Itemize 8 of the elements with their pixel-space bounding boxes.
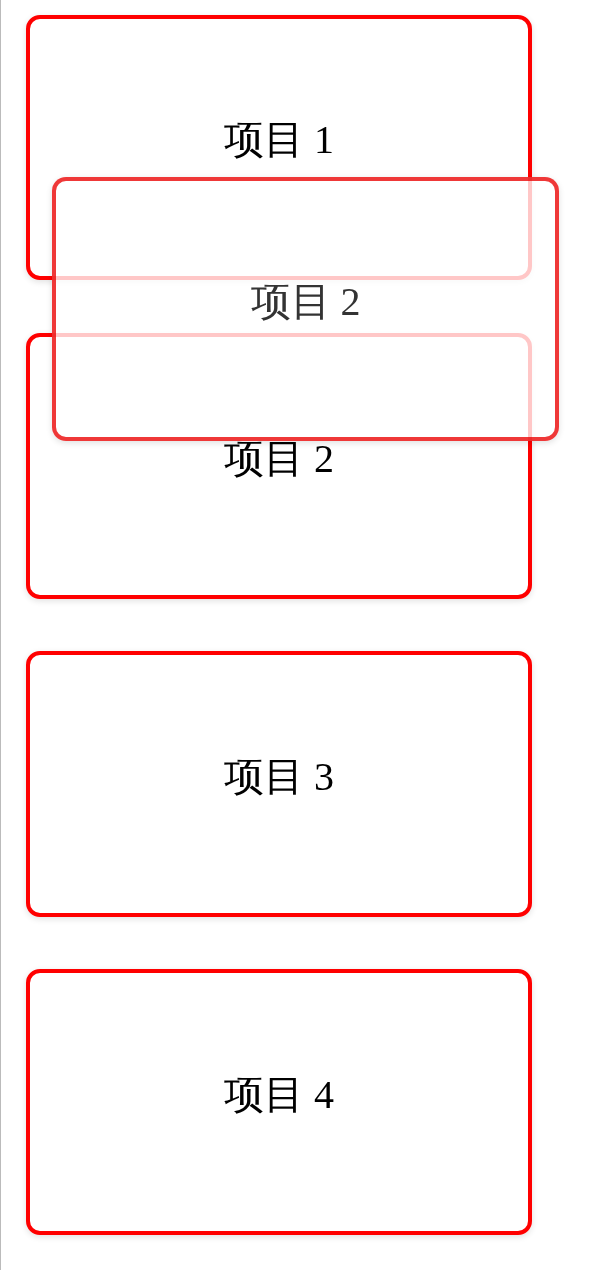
card	[26, 651, 532, 917]
card	[26, 969, 532, 1235]
card-label: 项目 3	[224, 752, 334, 801]
card-label: 项目 2	[250, 277, 361, 326]
card-label: 项目 1	[224, 116, 334, 164]
drag-preview-overlay	[52, 177, 559, 441]
card-label: 项目 2	[224, 434, 334, 483]
card-label: 项目 4	[224, 1070, 334, 1119]
